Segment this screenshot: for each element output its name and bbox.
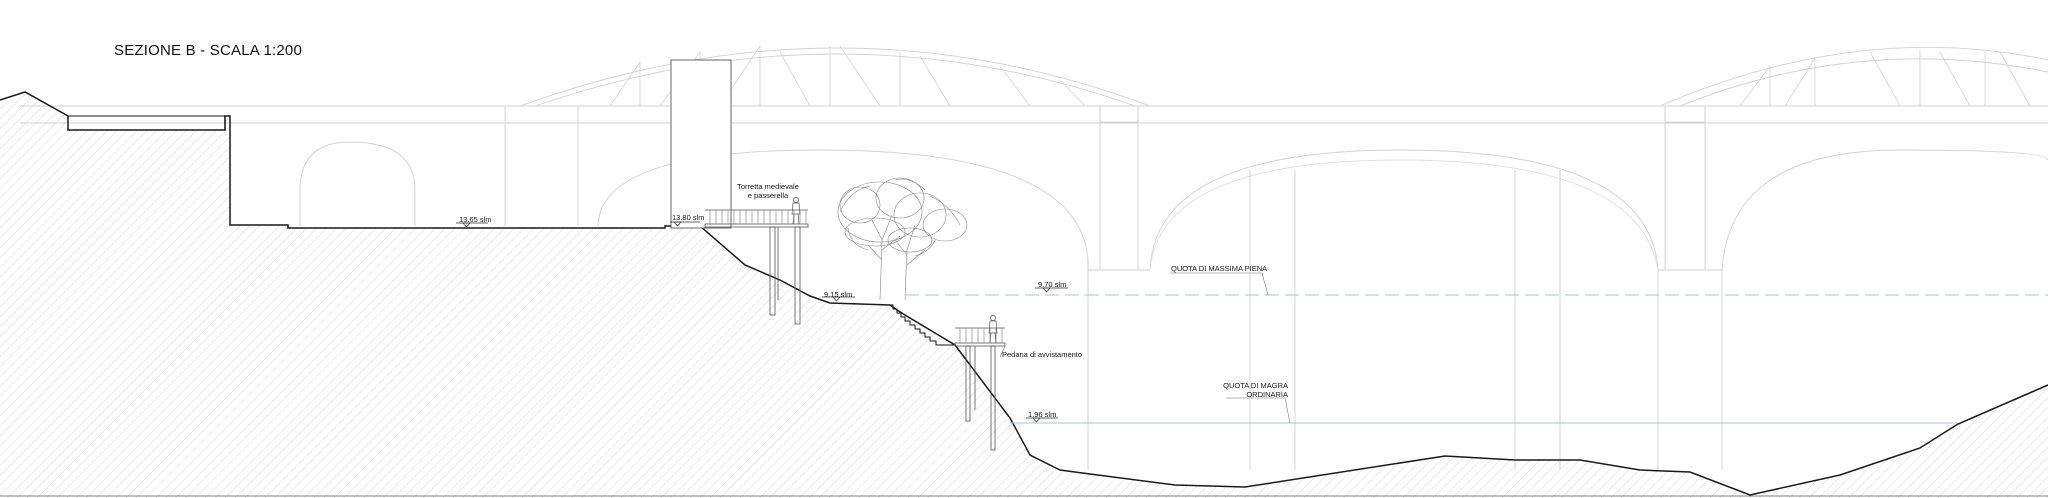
drawing-title: SEZIONE B - SCALA 1:200 [114, 42, 303, 59]
label-tower-line1: Torretta medievale [737, 182, 799, 191]
elevation-max-flood: 9.70 slm [1038, 280, 1067, 289]
walkway-passerella [704, 209, 809, 325]
elevation-bank-path: 9.15 slm [824, 290, 853, 299]
label-max-flood: QUOTA DI MASSIMA PIENA [1171, 264, 1268, 273]
person-figure [791, 197, 801, 225]
elevation-tower-base: 13.80 slm [672, 213, 705, 222]
bank-stairs [890, 304, 955, 346]
elevation-low-water: 1.96 slm [1028, 410, 1057, 419]
elevation-street: 13.65 slm [459, 215, 492, 224]
tree-illustration [837, 177, 968, 301]
label-tower-walkway: Torretta medievale e passerella [733, 182, 803, 200]
elevation-markers [456, 221, 1068, 423]
person-figure-platform [988, 315, 998, 344]
label-low-water-line1: QUOTA DI MAGRA [1223, 381, 1288, 390]
label-platform: Pedana di avvistamento [1002, 350, 1083, 359]
ground-section [0, 92, 2048, 498]
label-low-water-line2: ORDINARIA [1246, 390, 1288, 399]
label-tower-line2: e passerella [747, 191, 789, 200]
medieval-tower [670, 59, 732, 229]
bridge-structure [20, 45, 2048, 470]
label-low-water: QUOTA DI MAGRA ORDINARIA [1205, 381, 1288, 399]
